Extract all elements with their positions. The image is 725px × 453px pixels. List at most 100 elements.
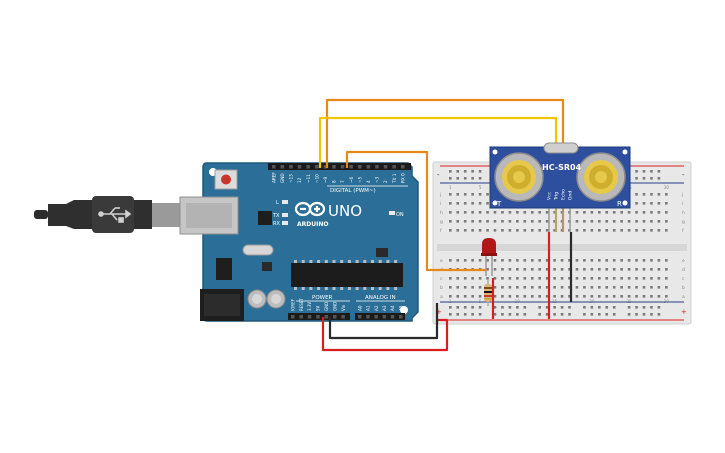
breadboard-hole[interactable] [642,268,646,271]
breadboard-rail-hole[interactable] [545,313,549,316]
breadboard-rail-hole[interactable] [538,306,541,309]
header-hole[interactable] [289,165,293,169]
breadboard-hole[interactable] [530,286,534,289]
header-hole[interactable] [341,315,345,319]
breadboard-hole[interactable] [612,286,616,289]
breadboard-hole[interactable] [635,193,638,196]
breadboard-rail-hole[interactable] [516,306,519,309]
breadboard-hole[interactable] [530,211,534,214]
breadboard-hole[interactable] [456,193,460,196]
breadboard-hole[interactable] [620,277,623,280]
breadboard-hole[interactable] [657,286,661,289]
breadboard-hole[interactable] [612,268,616,271]
breadboard-hole[interactable] [478,259,482,262]
breadboard-hole[interactable] [523,211,527,214]
breadboard-hole[interactable] [449,193,452,196]
breadboard-hole[interactable] [508,286,512,289]
breadboard-rail-hole[interactable] [657,177,661,180]
breadboard-hole[interactable] [590,211,594,214]
breadboard-hole[interactable] [642,286,646,289]
breadboard-rail-hole[interactable] [568,313,571,316]
breadboard-hole[interactable] [665,220,668,223]
breadboard-hole[interactable] [478,211,482,214]
breadboard-hole[interactable] [560,295,564,298]
breadboard-hole[interactable] [627,295,631,298]
breadboard-hole[interactable] [553,220,556,223]
breadboard-hole[interactable] [657,268,661,271]
breadboard-hole[interactable] [650,268,653,271]
breadboard-hole[interactable] [560,277,564,280]
breadboard-rail-hole[interactable] [650,177,653,180]
breadboard-hole[interactable] [612,259,616,262]
breadboard-hole[interactable] [538,277,541,280]
header-hole[interactable] [382,315,387,319]
breadboard-hole[interactable] [523,268,527,271]
breadboard-hole[interactable] [456,220,460,223]
breadboard-hole[interactable] [530,220,534,223]
breadboard-hole[interactable] [516,229,519,232]
breadboard-hole[interactable] [627,268,631,271]
breadboard-hole[interactable] [598,211,601,214]
breadboard-hole[interactable] [598,277,601,280]
breadboard-hole[interactable] [493,295,497,298]
header-hole[interactable] [307,315,312,319]
breadboard-rail-hole[interactable] [635,170,638,173]
breadboard-hole[interactable] [598,286,601,289]
breadboard-hole[interactable] [538,268,541,271]
breadboard-hole[interactable] [583,295,586,298]
header-hole[interactable] [366,165,371,169]
breadboard-hole[interactable] [568,277,571,280]
breadboard-rail-hole[interactable] [456,170,460,173]
breadboard-rail-hole[interactable] [478,306,482,309]
breadboard-hole[interactable] [478,277,482,280]
breadboard-rail-hole[interactable] [590,313,594,316]
breadboard-rail-hole[interactable] [456,177,460,180]
breadboard-hole[interactable] [501,268,504,271]
breadboard-rail-hole[interactable] [463,313,467,316]
breadboard-hole[interactable] [627,286,631,289]
breadboard-hole[interactable] [635,259,638,262]
breadboard-rail-hole[interactable] [642,170,646,173]
breadboard-rail-hole[interactable] [642,306,646,309]
breadboard-hole[interactable] [471,202,474,205]
breadboard-rail-hole[interactable] [627,306,631,309]
breadboard-hole[interactable] [545,295,549,298]
breadboard-hole[interactable] [665,286,668,289]
breadboard-hole[interactable] [545,277,549,280]
breadboard-hole[interactable] [508,259,512,262]
breadboard-rail-hole[interactable] [560,306,564,309]
breadboard-hole[interactable] [545,259,549,262]
breadboard-hole[interactable] [635,211,638,214]
breadboard-hole[interactable] [523,259,527,262]
breadboard-rail-hole[interactable] [583,313,586,316]
breadboard-hole[interactable] [486,229,489,232]
breadboard-hole[interactable] [657,295,661,298]
breadboard-hole[interactable] [598,295,601,298]
breadboard-rail-hole[interactable] [560,313,564,316]
breadboard-hole[interactable] [657,259,661,262]
breadboard-hole[interactable] [516,211,519,214]
breadboard-hole[interactable] [553,259,556,262]
breadboard-hole[interactable] [463,211,467,214]
breadboard-hole[interactable] [449,211,452,214]
breadboard-rail-hole[interactable] [605,306,609,309]
breadboard-rail-hole[interactable] [657,170,661,173]
header-hole[interactable] [358,315,362,319]
header-hole[interactable] [390,315,395,319]
breadboard-rail-hole[interactable] [650,170,653,173]
breadboard-hole[interactable] [605,268,609,271]
header-hole[interactable] [291,315,295,319]
breadboard-hole[interactable] [642,277,646,280]
header-hole[interactable] [392,165,396,169]
breadboard-rail-hole[interactable] [523,313,527,316]
breadboard-hole[interactable] [486,220,489,223]
header-hole[interactable] [297,165,302,169]
breadboard-hole[interactable] [627,220,631,223]
breadboard-hole[interactable] [642,259,646,262]
breadboard-rail-hole[interactable] [478,313,482,316]
breadboard-hole[interactable] [478,220,482,223]
breadboard-hole[interactable] [530,268,534,271]
breadboard-hole[interactable] [620,295,623,298]
breadboard-hole[interactable] [575,268,579,271]
header-hole[interactable] [316,315,320,319]
